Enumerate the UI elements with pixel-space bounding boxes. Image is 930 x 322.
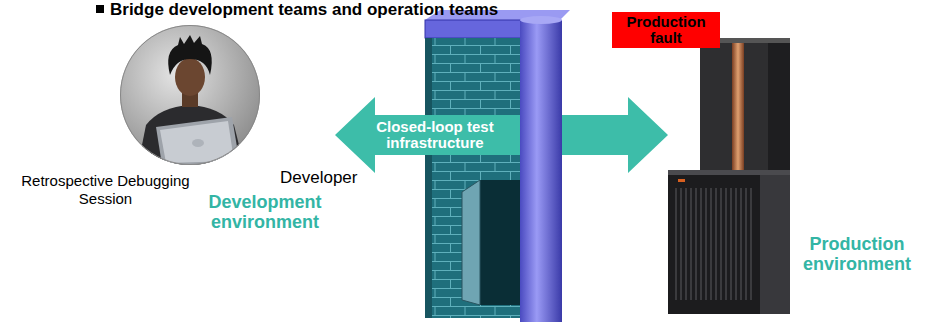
wall-panel	[432, 38, 522, 318]
photo-ground	[120, 25, 260, 165]
fault-box: Production fault	[612, 12, 720, 48]
double-arrow	[335, 97, 668, 173]
door-opening	[480, 180, 520, 305]
title-bullet	[96, 5, 104, 13]
server-grille	[676, 188, 751, 300]
arrow-label: Closed-loop test infrastructure	[360, 119, 510, 151]
front-server	[668, 170, 790, 314]
server-illustration	[668, 38, 792, 314]
sweater	[138, 105, 244, 165]
photo-rim	[121, 26, 260, 165]
developer-area: Retrospective Debugging SessionDeveloper…	[15, 20, 335, 240]
role-label: Developer	[280, 168, 375, 188]
laptop-lid	[156, 117, 240, 165]
hair	[168, 35, 212, 75]
developer-photo	[120, 25, 260, 165]
laptop-logo	[192, 139, 204, 147]
environment-label: Production environment	[790, 234, 924, 274]
environment-label: Development environment	[195, 192, 335, 232]
indicator-light	[678, 179, 685, 182]
front-top-edge	[668, 170, 790, 175]
front-side	[760, 170, 790, 314]
production-area: Production environment	[668, 38, 928, 314]
face	[175, 58, 205, 96]
wall-pillar	[520, 20, 562, 322]
wall-side	[425, 38, 432, 318]
session-label: Retrospective Debugging Session	[18, 172, 193, 208]
fault-label: Production fault	[616, 14, 716, 46]
pillar-top	[520, 16, 562, 24]
door-leaf	[462, 180, 480, 305]
slide-title: Bridge development teams and operation t…	[110, 0, 498, 19]
